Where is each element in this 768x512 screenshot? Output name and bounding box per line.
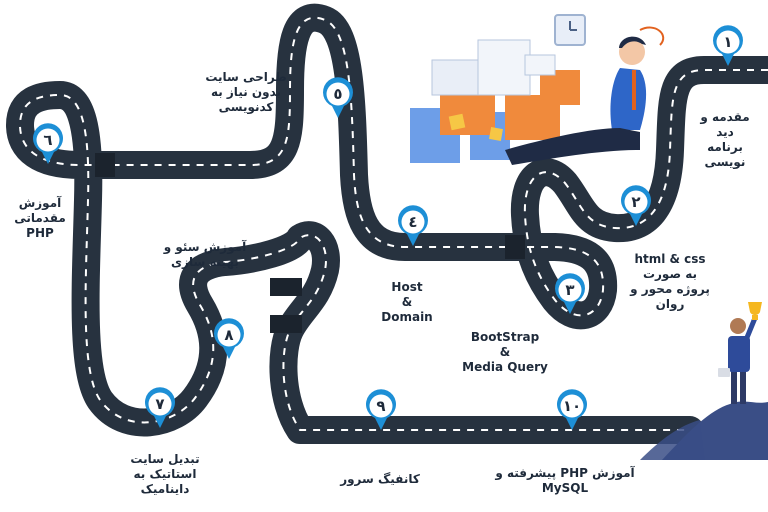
person-body — [728, 336, 750, 372]
milestone-label-8: آموزش سئو و بهینه سازی — [163, 240, 247, 269]
person-legs — [731, 370, 737, 404]
hill — [640, 420, 705, 460]
briefcase-icon — [718, 368, 730, 377]
milestone-number-7: ٧ — [155, 395, 164, 413]
milestone-number-6: ٦ — [43, 131, 52, 149]
trophy-icon — [748, 302, 762, 315]
marker-inner — [560, 394, 584, 418]
milestone-marker-2: ٢ — [621, 185, 651, 226]
milestone-label-2: html & css به صورت پروژه محور و روان — [630, 252, 710, 311]
road-crossing — [95, 153, 115, 177]
marker-inner — [148, 392, 172, 416]
paper-box — [540, 70, 580, 105]
marker-inner — [36, 128, 60, 152]
milestone-label-7: تبدیل سایت استاتیک به داینامیک — [130, 452, 200, 496]
milestone-number-9: ٩ — [376, 397, 385, 415]
developer-person — [610, 68, 647, 130]
milestone-label-4: Host & Domain — [381, 280, 433, 324]
person-head — [730, 318, 746, 334]
milestone-label-10: آموزش PHP پیشرفته و MySQL — [495, 466, 635, 495]
road-crossing — [505, 235, 525, 259]
paper-stack — [477, 39, 531, 96]
milestone-label-9: کانفیگ سرور — [340, 472, 420, 486]
marker-inner — [326, 82, 350, 106]
milestone-marker-6: ٦ — [33, 123, 64, 164]
milestone-label-5: طراحی سایت بدون نیاز به کدنویسی — [205, 70, 287, 114]
road-body — [6, 3, 768, 444]
marker-inner — [716, 30, 740, 54]
milestone-number-5: ٥ — [333, 85, 342, 103]
milestone-number-3: ٣ — [565, 281, 574, 299]
milestone-label-1: مقدمه و دید برنامه نویسی — [700, 110, 750, 169]
milestone-marker-10: ١٠ — [557, 389, 588, 430]
marker-inner — [624, 190, 648, 214]
milestone-label-6: آموزش مقدماتی PHP — [14, 196, 66, 240]
milestone-number-4: ٤ — [408, 213, 417, 231]
road-crossing — [270, 278, 302, 296]
sticky-note — [489, 127, 503, 141]
milestone-marker-3: ٣ — [555, 273, 585, 314]
road-crossing — [270, 315, 302, 333]
milestone-number-2: ٢ — [631, 193, 640, 211]
trophy-winner-illustration — [640, 302, 768, 460]
marker-inner — [558, 278, 582, 302]
milestone-marker-8: ٨ — [214, 318, 245, 359]
paper-box — [440, 95, 495, 135]
person-legs — [740, 370, 746, 404]
sticky-note — [448, 113, 466, 131]
road — [6, 3, 768, 444]
milestone-number-10: ١٠ — [563, 397, 581, 415]
road-center-line — [18, 16, 768, 431]
marker-inner — [369, 394, 393, 418]
milestone-number-8: ٨ — [224, 326, 233, 344]
milestone-label-3: BootStrap & Media Query — [462, 330, 548, 374]
milestone-marker-9: ٩ — [366, 389, 397, 430]
stressed-developer-illustration — [410, 14, 665, 165]
milestone-marker-5: ٥ — [323, 77, 354, 118]
milestone-marker-1: ١ — [712, 25, 743, 66]
marker-inner — [401, 210, 425, 234]
milestone-marker-4: ٤ — [398, 205, 428, 246]
marker-inner — [217, 323, 241, 347]
milestone-number-1: ١ — [723, 33, 732, 51]
milestone-markers: ١ ٢ ٣ ٤ ٥ ٦ ٧ ٨ ٩ ١٠ — [33, 25, 743, 430]
milestone-marker-7: ٧ — [145, 387, 175, 428]
paper-stack — [524, 54, 556, 76]
